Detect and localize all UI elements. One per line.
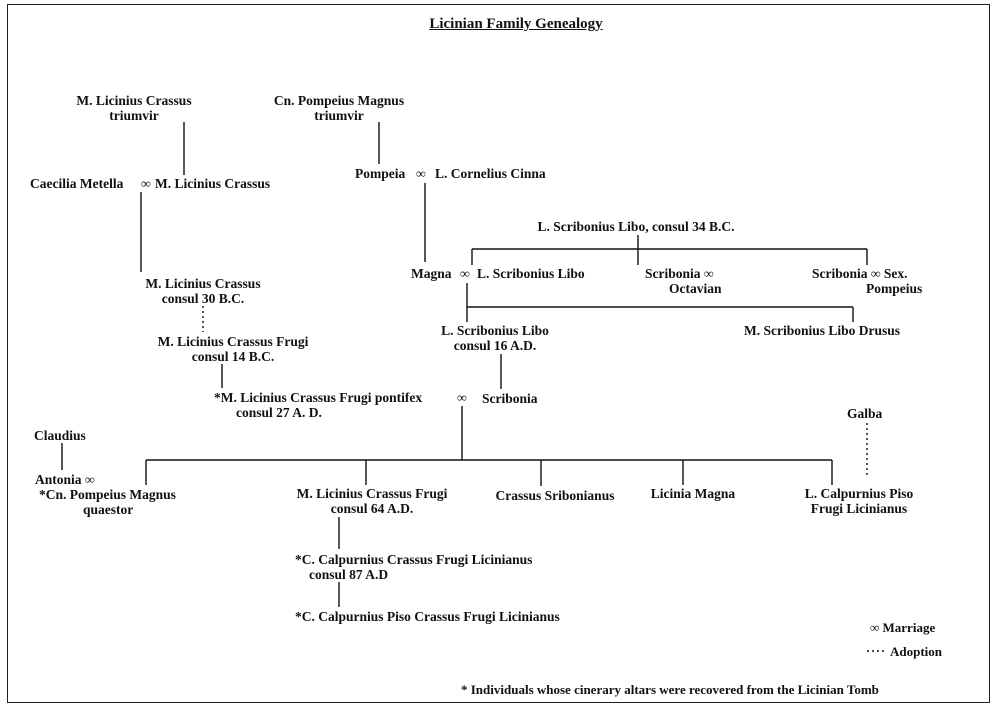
person-scribonia-sex-pompeius: Scribonia ∞ Sex. Pompeius <box>812 266 922 296</box>
marriage-symbol: ∞ <box>416 166 426 181</box>
spouse-line: Pompeius <box>866 281 923 296</box>
person-galba: Galba <box>847 406 883 421</box>
role-line: triumvir <box>109 108 159 123</box>
person-licinia-magna: Licinia Magna <box>650 486 736 501</box>
person-crassus-frugi-64: M. Licinius Crassus Frugi consul 64 A.D. <box>297 486 448 516</box>
marriage-symbol: ∞ <box>460 266 470 281</box>
person-magna: Magna <box>411 266 452 281</box>
person-crassus-frugi-14: M. Licinius Crassus Frugi consul 14 B.C. <box>158 334 309 364</box>
role-line: quaestor <box>83 502 134 517</box>
role-line: consul 27 A. D. <box>236 405 322 420</box>
name-line: L. Calpurnius Piso <box>804 486 914 501</box>
person-frugi-pontifex: *M. Licinius Crassus Frugi pontifex cons… <box>214 390 422 420</box>
name-line-2: Frugi Licinianus <box>810 501 908 516</box>
legend-footnote: * Individuals whose cinerary altars were… <box>461 682 879 697</box>
role-line: consul 16 A.D. <box>453 338 537 353</box>
spouse-line: Octavian <box>669 281 722 296</box>
person-scribonia-wife: Scribonia <box>482 391 538 406</box>
person-claudius: Claudius <box>34 428 86 443</box>
name-line: Cn. Pompeius Magnus <box>273 93 405 108</box>
marriage-symbol: ∞ <box>457 390 467 405</box>
person-antonia: Antonia ∞ <box>35 472 95 487</box>
person-piso-licinianus: L. Calpurnius Piso Frugi Licinianus <box>805 486 913 516</box>
person-libo-drusus: M. Scribonius Libo Drusus <box>744 323 901 338</box>
person-crassus-scribonianus: Crassus Sribonianus <box>495 488 615 503</box>
name-line: M. Licinius Crassus <box>76 93 192 108</box>
name-line: M. Licinius Crassus <box>145 276 261 291</box>
person-cornelius-cinna: L. Cornelius Cinna <box>435 166 546 181</box>
name-line: *Cn. Pompeius Magnus <box>39 487 176 502</box>
role-line: consul 30 B.C. <box>161 291 245 306</box>
name-line: Scribonia ∞ Sex. <box>812 266 908 281</box>
person-scribonius-libo: L. Scribonius Libo <box>477 266 585 281</box>
role-line: consul 87 A.D <box>309 567 389 582</box>
legend-marriage: ∞ Marriage <box>870 620 936 635</box>
person-pompeius-triumvir: Cn. Pompeius Magnus triumvir <box>274 93 404 123</box>
person-frugi-licinianus-87: *C. Calpurnius Crassus Frugi Licinianus … <box>295 552 532 582</box>
person-crassus-son: M. Licinius Crassus <box>155 176 271 191</box>
person-crassus-triumvir: M. Licinius Crassus triumvir <box>76 93 191 123</box>
person-pompeia: Pompeia <box>355 166 406 181</box>
person-scribonius-libo-16: L. Scribonius Libo consul 16 A.D. <box>441 323 549 353</box>
person-piso-crassus-frugi: *C. Calpurnius Piso Crassus Frugi Licini… <box>295 609 560 624</box>
role-line: consul 14 B.C. <box>191 349 275 364</box>
name-line: *C. Calpurnius Crassus Frugi Licinianus <box>295 552 533 567</box>
legend-adoption: Adoption <box>890 644 943 659</box>
person-pompeius-quaestor: *Cn. Pompeius Magnus quaestor <box>39 487 176 517</box>
person-scribonius-libo-34: L. Scribonius Libo, consul 34 B.C. <box>537 219 735 234</box>
name-line: L. Scribonius Libo <box>441 323 549 338</box>
role-line: consul 64 A.D. <box>330 501 414 516</box>
person-scribonia-octavian: Scribonia ∞ Octavian <box>645 266 722 296</box>
person-crassus-consul-30: M. Licinius Crassus consul 30 B.C. <box>145 276 260 306</box>
page-title: Licinian Family Genealogy <box>429 16 603 32</box>
name-line: M. Licinius Crassus Frugi <box>296 486 448 501</box>
marriage-symbol: ∞ <box>141 176 151 191</box>
role-line: triumvir <box>314 108 364 123</box>
person-caecilia-metella: Caecilia Metella <box>30 176 124 191</box>
name-line: *M. Licinius Crassus Frugi pontifex <box>214 390 423 405</box>
name-line: M. Licinius Crassus Frugi <box>157 334 309 349</box>
name-line: Scribonia ∞ <box>645 266 714 281</box>
